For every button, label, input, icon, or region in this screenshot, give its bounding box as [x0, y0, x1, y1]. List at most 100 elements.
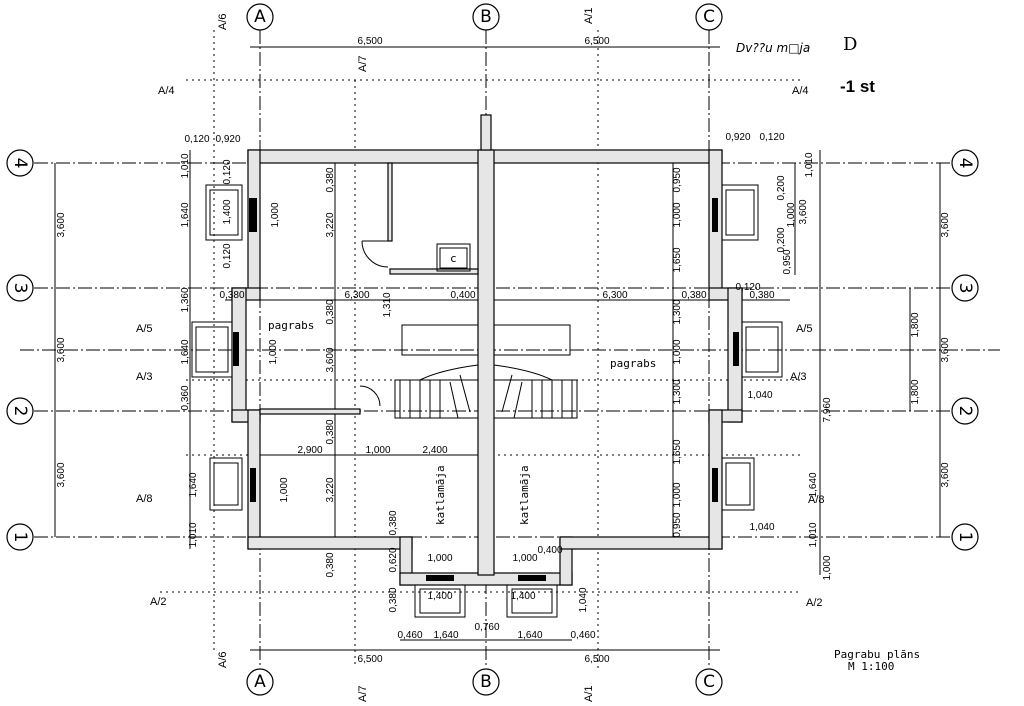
- axis-bubble-3-right: 3: [951, 274, 979, 302]
- svg-text:1,310: 1,310: [382, 292, 393, 317]
- axis-bubble-B-bottom: B: [472, 668, 500, 696]
- svg-text:1,650: 1,650: [672, 247, 683, 272]
- svg-text:0,120: 0,120: [222, 159, 233, 184]
- axis-bubble-C-top: C: [695, 3, 723, 31]
- svg-text:1,000: 1,000: [786, 202, 797, 227]
- svg-text:0,950: 0,950: [782, 249, 793, 274]
- svg-text:1,640: 1,640: [433, 630, 458, 641]
- svg-text:1: 1: [955, 532, 975, 543]
- svg-text:0,120: 0,120: [759, 132, 784, 143]
- svg-text:4: 4: [10, 158, 30, 169]
- axis-bubble-4-left: 4: [6, 149, 34, 177]
- axis-bubble-4-right: 4: [951, 149, 979, 177]
- svg-text:0,950: 0,950: [672, 167, 683, 192]
- chimney-box: c: [436, 243, 471, 272]
- svg-text:A/4: A/4: [792, 85, 809, 97]
- svg-text:1,010: 1,010: [804, 152, 815, 177]
- svg-text:6,500: 6,500: [584, 654, 609, 665]
- axis-bubble-B-top: B: [472, 3, 500, 31]
- dimension-lines: [54, 46, 941, 651]
- dimension-texts: 6,500 6,500 6,500 6,500 0,120 0,920 0,92…: [56, 36, 951, 665]
- svg-text:3: 3: [955, 283, 975, 294]
- svg-text:3,600: 3,600: [940, 337, 951, 362]
- svg-text:1,640: 1,640: [808, 472, 819, 497]
- svg-text:0,460: 0,460: [570, 630, 595, 641]
- svg-text:1,640: 1,640: [180, 202, 191, 227]
- drawing-caption: Pagrabu plāns: [834, 648, 920, 661]
- svg-text:A/8: A/8: [808, 494, 825, 506]
- window-wells: [191, 184, 783, 618]
- svg-text:2: 2: [955, 406, 975, 417]
- svg-text:A/5: A/5: [796, 323, 813, 335]
- room-label-basement-right: pagrabs: [610, 357, 656, 370]
- svg-text:3,600: 3,600: [940, 462, 951, 487]
- axis-bubble-2-left: 2: [6, 397, 34, 425]
- grid-lines: [20, 30, 1000, 668]
- svg-text:1,000: 1,000: [672, 482, 683, 507]
- svg-text:0,950: 0,950: [672, 512, 683, 537]
- svg-text:7,960: 7,960: [822, 397, 833, 422]
- level-label: -1 st: [840, 77, 875, 96]
- svg-text:1,400: 1,400: [427, 591, 452, 602]
- svg-text:1,640: 1,640: [517, 630, 542, 641]
- svg-text:0,620: 0,620: [388, 547, 399, 572]
- svg-text:1,650: 1,650: [672, 439, 683, 464]
- svg-text:A/7: A/7: [357, 55, 369, 72]
- svg-text:2,900: 2,900: [297, 445, 322, 456]
- svg-text:A/6: A/6: [217, 13, 229, 30]
- block-letter: D: [843, 34, 857, 55]
- svg-text:0,400: 0,400: [450, 290, 475, 301]
- svg-text:1,000: 1,000: [672, 202, 683, 227]
- svg-text:1,400: 1,400: [510, 591, 535, 602]
- svg-text:0,920: 0,920: [215, 134, 240, 145]
- svg-text:3: 3: [10, 283, 30, 294]
- svg-text:1,000: 1,000: [270, 202, 281, 227]
- staircase-right: [493, 324, 578, 419]
- door-swing: [361, 240, 389, 268]
- svg-text:0,380: 0,380: [325, 167, 336, 192]
- svg-text:6,500: 6,500: [584, 36, 609, 47]
- svg-text:A: A: [254, 672, 266, 692]
- svg-text:3,600: 3,600: [940, 212, 951, 237]
- svg-text:0,920: 0,920: [725, 132, 750, 143]
- svg-text:6,300: 6,300: [344, 290, 369, 301]
- svg-text:C: C: [703, 672, 715, 692]
- svg-text:1,000: 1,000: [822, 555, 833, 580]
- svg-text:A/2: A/2: [150, 596, 167, 608]
- svg-text:A/1: A/1: [583, 7, 595, 24]
- svg-text:1,040: 1,040: [578, 587, 589, 612]
- svg-text:0,120: 0,120: [222, 243, 233, 268]
- svg-text:A/1: A/1: [583, 685, 595, 702]
- svg-text:1,000: 1,000: [268, 339, 279, 364]
- svg-text:C: C: [703, 7, 715, 27]
- door-swing-stair: [359, 385, 381, 407]
- svg-text:A: A: [254, 7, 266, 27]
- svg-text:1,640: 1,640: [180, 339, 191, 364]
- svg-text:3,220: 3,220: [325, 212, 336, 237]
- svg-text:6,500: 6,500: [357, 654, 382, 665]
- svg-text:3,600: 3,600: [56, 337, 67, 362]
- svg-text:1,000: 1,000: [279, 477, 290, 502]
- svg-text:0,120: 0,120: [735, 282, 760, 293]
- svg-text:4: 4: [955, 158, 975, 169]
- axis-bubble-3-left: 3: [6, 274, 34, 302]
- svg-text:3,600: 3,600: [798, 199, 809, 224]
- svg-text:B: B: [480, 672, 492, 692]
- svg-text:0,380: 0,380: [749, 290, 774, 301]
- svg-text:1,000: 1,000: [672, 339, 683, 364]
- svg-text:3,600: 3,600: [56, 212, 67, 237]
- svg-text:1,000: 1,000: [427, 553, 452, 564]
- svg-text:2,400: 2,400: [422, 445, 447, 456]
- svg-text:6,300: 6,300: [602, 290, 627, 301]
- svg-text:0,380: 0,380: [325, 419, 336, 444]
- svg-text:3,600: 3,600: [325, 347, 336, 372]
- axis-bubble-1-right: 1: [951, 523, 979, 551]
- svg-text:1,000: 1,000: [365, 445, 390, 456]
- svg-text:1,040: 1,040: [747, 390, 772, 401]
- svg-text:0,380: 0,380: [325, 552, 336, 577]
- svg-text:0,380: 0,380: [388, 587, 399, 612]
- room-label-boiler-left: katlamāja: [434, 465, 447, 525]
- svg-text:0,200: 0,200: [776, 227, 787, 252]
- svg-text:A/7: A/7: [357, 685, 369, 702]
